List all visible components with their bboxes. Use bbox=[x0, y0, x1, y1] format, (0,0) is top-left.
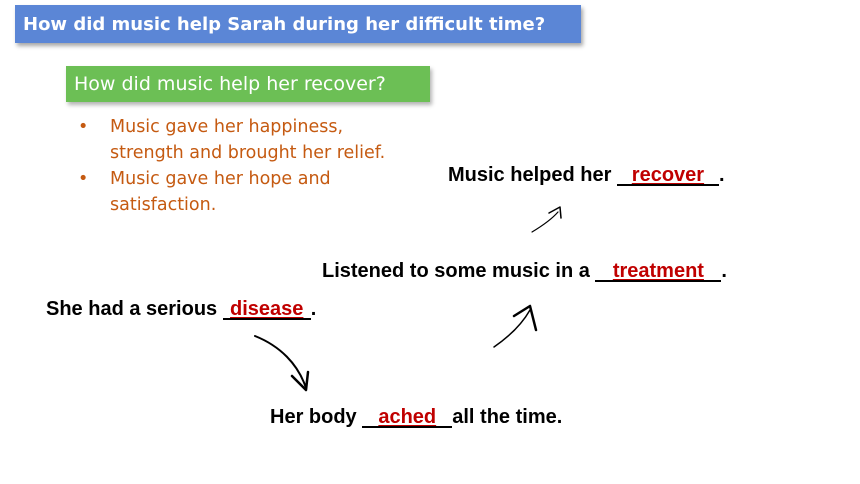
question-text: How did music help her recover? bbox=[74, 73, 386, 95]
answer-treatment: treatment bbox=[612, 260, 704, 282]
blank-treatment: treatment bbox=[595, 260, 722, 283]
sentence-disease: She had a serious disease. bbox=[46, 298, 316, 321]
sentence-suffix: . bbox=[721, 260, 727, 282]
sentence-ached: Her body ached all the time. bbox=[270, 406, 562, 429]
answer-bullet-list: • Music gave her happiness, strength and… bbox=[72, 114, 402, 218]
question-banner: How did music help her recover? bbox=[66, 66, 430, 102]
blank-ached: ached bbox=[362, 406, 453, 429]
arrow-treatment-to-recover bbox=[531, 206, 562, 233]
sentence-suffix: . bbox=[718, 164, 725, 186]
sentence-treatment: Listened to some music in a treatment. bbox=[322, 260, 727, 283]
sentence-suffix: . bbox=[310, 298, 317, 320]
sentence-recover: Music helped her recover. bbox=[448, 164, 725, 187]
slide-title-text: How did music help Sarah during her diff… bbox=[23, 13, 546, 35]
sentence-suffix: all the time. bbox=[452, 406, 563, 428]
blank-disease: disease bbox=[222, 298, 311, 321]
arrow-disease-to-ached bbox=[254, 335, 310, 392]
bullet-text: Music gave her happiness, strength and b… bbox=[110, 117, 386, 163]
answer-disease: disease bbox=[230, 298, 304, 320]
answer-ached: ached bbox=[378, 406, 437, 428]
bullet-item: • Music gave her happiness, strength and… bbox=[72, 114, 402, 166]
slide-title: How did music help Sarah during her diff… bbox=[15, 5, 581, 43]
blank-recover: recover bbox=[616, 164, 719, 187]
sentence-prefix: She had a serious bbox=[46, 298, 223, 320]
answer-recover: recover bbox=[631, 164, 705, 186]
sentence-prefix: Music helped her bbox=[448, 164, 617, 186]
sentence-prefix: Her body bbox=[270, 406, 363, 428]
bullet-marker: • bbox=[78, 169, 89, 189]
sentence-prefix: Listened to some music in a bbox=[322, 260, 596, 282]
arrow-ached-to-treatment bbox=[493, 304, 538, 348]
bullet-text: Music gave her hope and satisfaction. bbox=[110, 169, 331, 215]
bullet-marker: • bbox=[78, 117, 89, 137]
bullet-item: • Music gave her hope and satisfaction. bbox=[72, 166, 402, 218]
